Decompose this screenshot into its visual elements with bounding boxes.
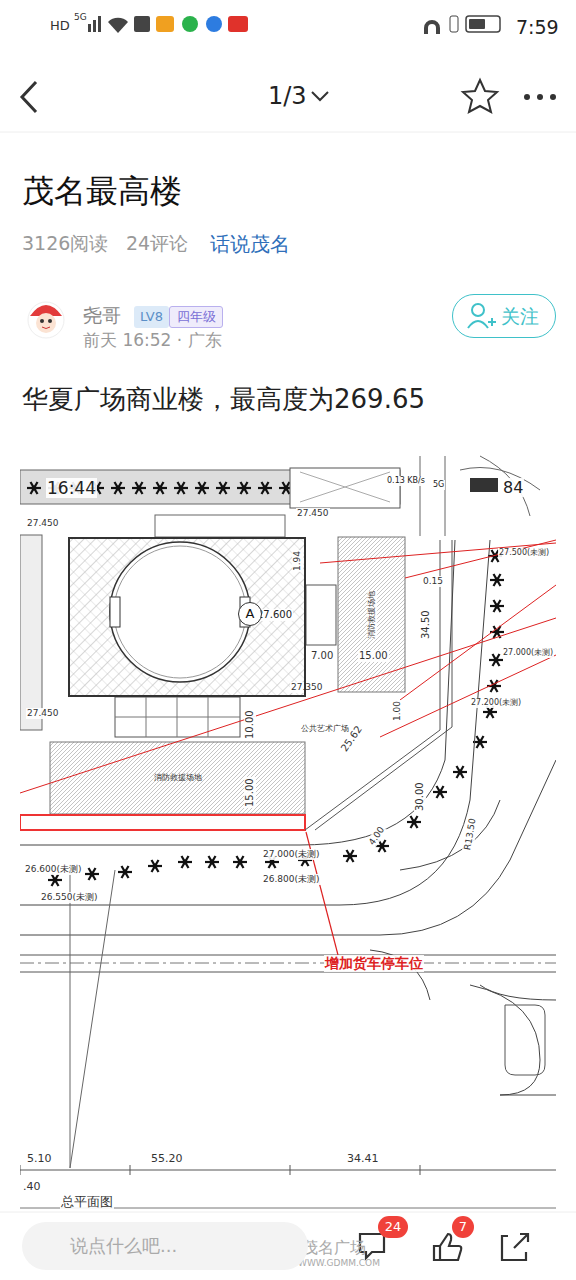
- elevation: 27.000(未测): [502, 648, 554, 658]
- dimension: 30.00: [414, 781, 426, 812]
- elevation: 27.500(未测): [498, 548, 550, 558]
- elevation: 27.450: [26, 708, 60, 719]
- comment-count: 24评论: [126, 232, 188, 255]
- node-text: 关注: [501, 305, 539, 328]
- embedded-time: 16:44: [46, 478, 97, 498]
- embedded-battery: 84: [502, 478, 524, 497]
- follow-button: 关注: [452, 294, 556, 338]
- dimension: 0.15: [422, 576, 444, 587]
- callout-note: 增加货车停车位: [324, 955, 424, 972]
- node-text: 消防救援场地: [154, 773, 202, 783]
- dimension: 7.00: [310, 650, 334, 662]
- fire-rescue-area: 消防救援场地: [338, 537, 405, 692]
- node-text: A: [246, 606, 255, 622]
- dimension: 5.10: [26, 1152, 53, 1165]
- elevation: 27.450: [296, 508, 330, 519]
- star-icon: [463, 80, 497, 112]
- watermark: 茂名广场: [302, 1238, 366, 1257]
- dimension: 15.00: [358, 650, 389, 662]
- dimension: 1.00: [392, 700, 403, 722]
- count-badge: 24: [378, 1216, 408, 1238]
- post-title: 茂名最高楼: [22, 172, 182, 210]
- count-badge: 7: [452, 1216, 474, 1238]
- elevation: 26.600(未测): [24, 864, 83, 875]
- embedded-status: 0.13 KB/s: [386, 476, 426, 486]
- status-time: 7:59: [516, 16, 559, 39]
- avatar: [28, 302, 64, 338]
- watermark: WWW.GDMM.COM: [298, 1258, 380, 1269]
- elevation: 27.200(未测): [470, 698, 522, 708]
- elevation: 26.550(未测): [40, 892, 99, 903]
- dimension: 10.00: [244, 709, 256, 740]
- area-name: 公共艺术广场: [300, 724, 350, 734]
- building-footprint: 27.600A: [68, 537, 306, 697]
- elevation: 27.000(未测): [262, 849, 321, 860]
- elevation: 27.450: [26, 518, 60, 529]
- dimension: 1.94: [292, 550, 303, 572]
- status-icons: [88, 16, 500, 34]
- dimension: 34.41: [346, 1152, 380, 1165]
- node-text: 四年级: [177, 309, 216, 325]
- author-name: 尧哥: [83, 304, 121, 327]
- post-time: 前天 16:52 · 广东: [83, 330, 222, 350]
- topic-link: 话说茂名: [210, 232, 290, 256]
- dimension: 55.20: [150, 1152, 184, 1165]
- embedded-status: 5G: [432, 480, 445, 490]
- dimension: 15.00: [244, 777, 256, 808]
- level-badge: LV8: [134, 306, 169, 328]
- node-text: 24: [385, 1219, 402, 1235]
- status-text: HD: [50, 18, 70, 34]
- node-text: LV8: [140, 309, 163, 325]
- drawing-name: 总平面图: [60, 1194, 114, 1210]
- dimension: 34.50: [420, 609, 432, 640]
- node-text: 消防救援场地: [367, 591, 377, 639]
- building-marker: A: [238, 602, 262, 626]
- elevation: 26.800(未测): [262, 874, 321, 885]
- elevation: 27.350: [290, 682, 324, 693]
- page-counter: 1/3: [268, 82, 307, 111]
- grade-badge: 四年级: [169, 306, 223, 328]
- back-arrow: [22, 82, 36, 112]
- dimension: .40: [22, 1180, 42, 1193]
- node-text: 7: [459, 1219, 467, 1235]
- post-body: 华夏广场商业楼，最高度为269.65: [22, 384, 425, 415]
- site-plan: [20, 455, 556, 1215]
- fire-rescue-area: 消防救援场地: [50, 742, 305, 814]
- status-text: 5G: [74, 12, 87, 23]
- comment-input: 说点什么吧...: [22, 1222, 308, 1270]
- bottom-icons: [360, 1234, 528, 1260]
- read-count: 3126阅读: [22, 232, 108, 255]
- node-text: 说点什么吧...: [70, 1235, 177, 1257]
